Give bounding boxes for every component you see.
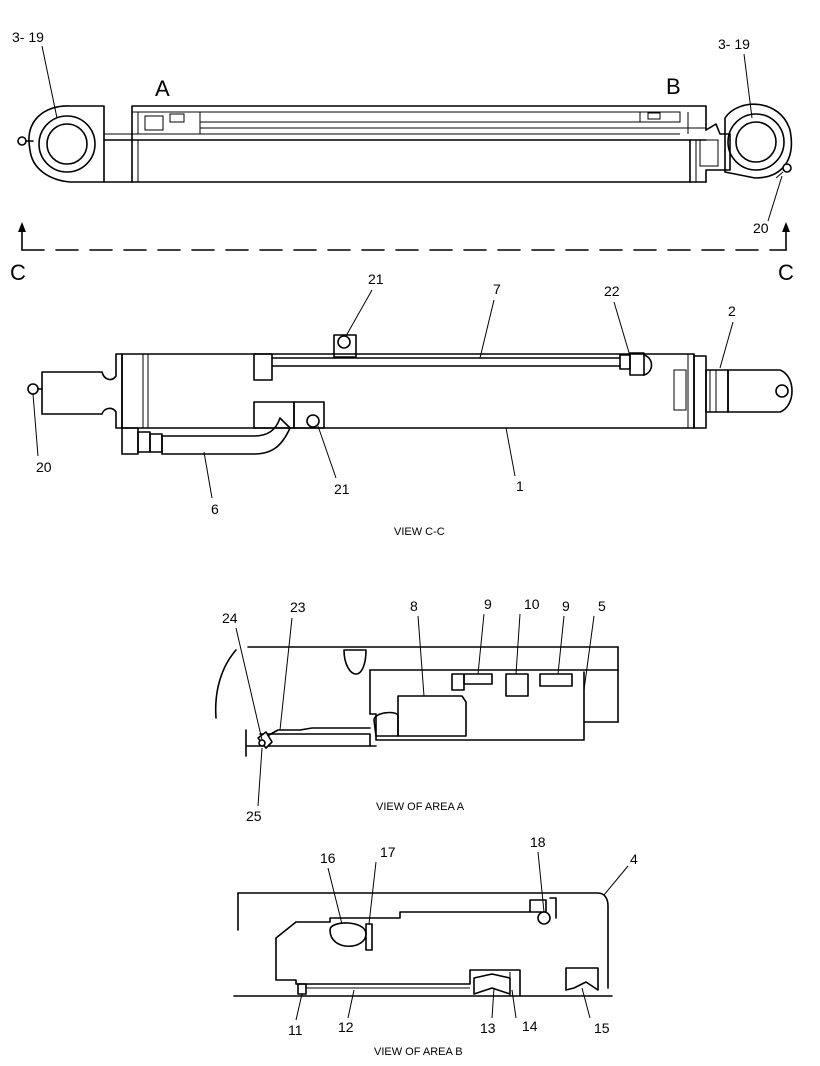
section-mark-c-left: C [10, 260, 26, 285]
callout-5: 5 [598, 598, 606, 614]
callout-3-19-right: 3- 19 [718, 36, 750, 52]
callout-22: 22 [604, 283, 620, 299]
ring-9-right [539, 673, 573, 687]
callout-21-bottom: 21 [334, 481, 350, 497]
clamp-bottom [306, 414, 320, 428]
rod-end-eye-cc [727, 369, 793, 413]
callout-3-19-left: 3- 19 [12, 29, 44, 45]
callout-16: 16 [320, 850, 336, 866]
head-end-cap [41, 353, 123, 429]
snap-ring-18 [537, 911, 551, 925]
head-8 [397, 695, 467, 737]
arrow-left-icon [18, 222, 26, 232]
area-a-gland [137, 112, 201, 135]
rod-gland [369, 671, 585, 741]
barrel-top-edge [103, 105, 707, 141]
view-area-b-drawing [233, 892, 613, 997]
grease-fitting-cc [27, 383, 39, 395]
section-mark-a: A [155, 76, 170, 101]
head-end-eye [28, 105, 105, 183]
callout-23: 23 [290, 599, 306, 615]
callout-14: 14 [522, 1018, 538, 1034]
callout-1: 1 [516, 478, 524, 494]
rod-end-pin [735, 121, 777, 163]
caption-view-area-b: VIEW OF AREA B [374, 1046, 463, 1058]
callout-13: 13 [480, 1020, 496, 1036]
seal-13 [473, 973, 511, 995]
view-area-a-drawing [214, 646, 619, 757]
barrel [121, 353, 695, 429]
rod-end-pin-bore [727, 113, 785, 171]
caption-view-c-c: VIEW C-C [394, 526, 445, 538]
ring-9-left [463, 673, 493, 685]
callout-20-top: 20 [753, 220, 769, 236]
callout-9-left: 9 [484, 596, 492, 612]
rod-end-nut [705, 369, 729, 413]
tube-lower [161, 417, 291, 455]
grease-fitting-right [782, 163, 792, 173]
callout-24: 24 [222, 610, 238, 626]
arrow-right-icon [782, 222, 790, 232]
callout-8: 8 [410, 598, 418, 614]
callout-20-cc: 20 [36, 459, 52, 475]
callout-7: 7 [493, 281, 501, 297]
break-line-a [214, 649, 237, 719]
callout-12: 12 [338, 1019, 354, 1035]
view-c-c-drawing [27, 334, 793, 455]
head-end-pin-bore [38, 115, 96, 173]
callout-10: 10 [524, 596, 540, 612]
grease-fitting-left [17, 136, 27, 146]
callout-11: 11 [288, 1022, 303, 1038]
callout-17: 17 [380, 844, 396, 860]
ring-11 [297, 983, 307, 995]
wear-ring-15 [565, 967, 599, 991]
rod-end-eye [724, 103, 793, 179]
callout-2: 2 [728, 303, 736, 319]
seal-10 [505, 673, 529, 697]
callout-18: 18 [530, 834, 546, 850]
section-mark-b: B [666, 74, 681, 99]
piston-outline [237, 892, 609, 989]
area-b-piston [639, 111, 681, 123]
caption-view-area-a: VIEW OF AREA A [376, 801, 465, 813]
clamp-top [333, 334, 357, 358]
callout-25: 25 [246, 808, 262, 824]
cylinder-top-view [17, 103, 793, 183]
section-line-c-c [18, 222, 790, 251]
backup-17 [365, 923, 373, 951]
section-mark-c-right: C [778, 260, 794, 285]
lower-block [253, 401, 295, 429]
oring-24 [258, 739, 266, 747]
wiper-groove [343, 649, 367, 675]
oring-16 [329, 922, 367, 947]
rod-neck [705, 123, 731, 183]
callout-6: 6 [211, 501, 219, 517]
head-end-pin [46, 123, 88, 165]
callout-4: 4 [630, 851, 638, 867]
callout-21-top: 21 [368, 271, 384, 287]
callout-15: 15 [594, 1020, 610, 1036]
callout-9-right: 9 [562, 598, 570, 614]
